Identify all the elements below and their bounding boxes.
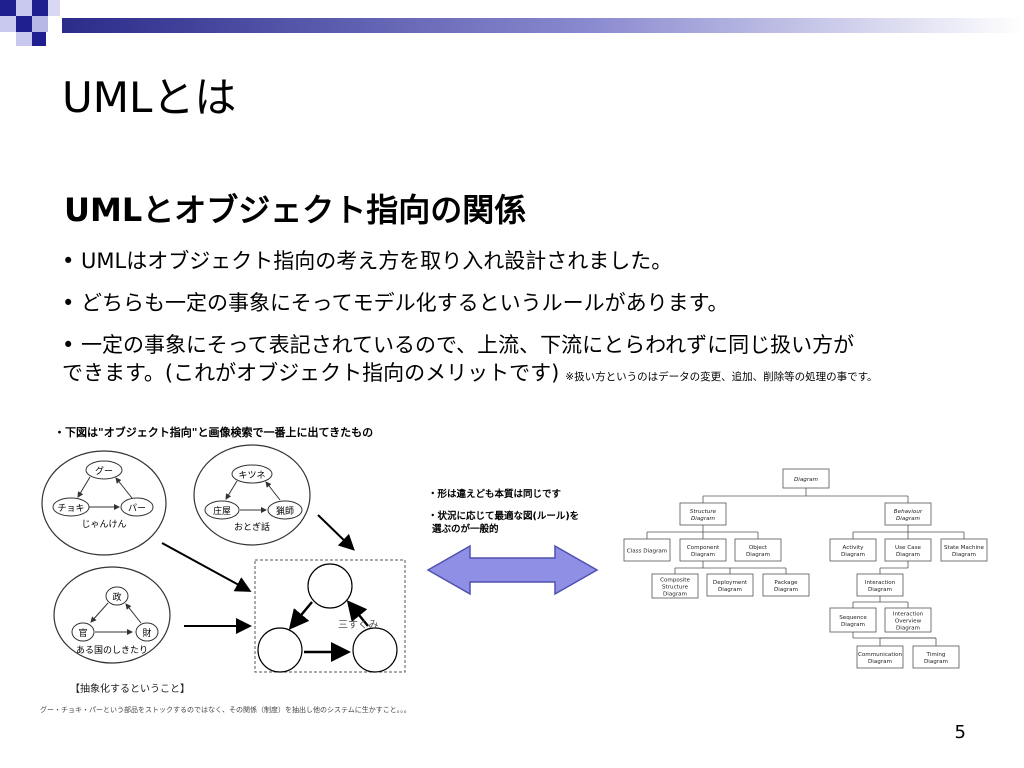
bullet-2: • どちらも一定の事象にそってモデル化するというルールがあります。 <box>62 291 729 315</box>
note-1: ・形は違えども本質は同じです <box>428 489 562 500</box>
otogi-label: おとぎ話 <box>234 521 270 533</box>
country-label: ある国のしきたり <box>76 645 148 656</box>
janken-node-pa: パー <box>128 503 146 514</box>
otogi-node-shoya: 庄屋 <box>213 505 231 517</box>
janken-group: グー チョキ パー じゃんけん <box>41 450 167 556</box>
uml-box-diagram: Diagram <box>782 468 830 489</box>
note-2-cont: 選ぶのが一般的 <box>432 524 499 535</box>
note-2: ・状況に応じて最適な図(ルール)を <box>428 511 580 522</box>
header-decoration <box>0 0 1024 46</box>
abstraction-footer-text: グー・チョキ・パーという部品をストックするのではなく、その関係（制度）を抽出し他… <box>40 705 411 714</box>
otogi-group: キツネ 庄屋 猟師 おとぎ話 <box>193 444 311 546</box>
page-number: 5 <box>954 722 966 743</box>
bullet-3-line2: できます。(これがオブジェクト指向のメリットです) <box>62 361 560 385</box>
country-node-kan: 官 <box>78 627 87 639</box>
bullet-3-note: ※扱い方というのはデータの変更、追加、削除等の処理の事です。 <box>565 371 878 383</box>
otogi-node-ryoshi: 猟師 <box>276 505 294 517</box>
otogi-node-kitsune: キツネ <box>238 470 265 481</box>
svg-text:Class Diagram: Class Diagram <box>627 548 668 554</box>
country-node-sei: 政 <box>112 591 121 603</box>
slide-title: UMLとは <box>62 73 237 122</box>
janken-node-gu: グー <box>95 465 113 477</box>
bullet-3: • 一定の事象にそって表記されているので、上流、下流にとらわれずに同じ扱い方が <box>62 333 855 357</box>
double-arrow <box>426 544 599 596</box>
bullet-3-continuation: できます。(これがオブジェクト指向のメリットです) ※扱い方というのはデータの変更… <box>62 358 878 392</box>
slide-subtitle: UMLとオブジェクト指向の関係 <box>64 191 527 229</box>
svg-text:Diagram: Diagram <box>794 477 819 483</box>
abstraction-footer-title: 【抽象化するということ】 <box>70 682 190 695</box>
sansukumi-box: 三すくみ <box>254 559 406 673</box>
sansukumi-label: 三すくみ <box>338 619 378 631</box>
uml-box-class: Class Diagram <box>623 538 671 562</box>
country-node-zai: 財 <box>142 627 151 639</box>
janken-label: じゃんけん <box>81 519 126 530</box>
bullet-1: • UMLはオブジェクト指向の考え方を取り入れ設計されました。 <box>62 249 673 273</box>
figure-caption: ・下図は"オブジェクト指向"と画像検索で一番上に出てきたもの <box>54 426 374 439</box>
country-group: 政 官 財 ある国のしきたり <box>53 566 171 664</box>
janken-node-choki: チョキ <box>57 503 84 514</box>
